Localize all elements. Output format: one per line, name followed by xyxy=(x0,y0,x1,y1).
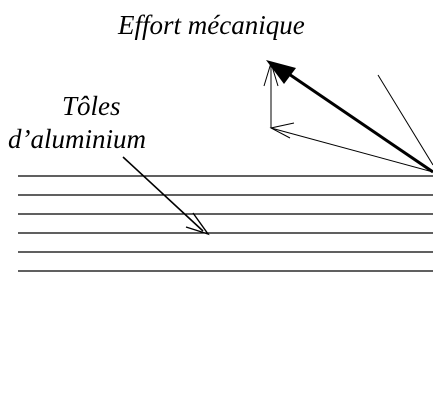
mechanical-force-title: Effort mécanique xyxy=(118,10,305,40)
force-arrowhead xyxy=(266,60,296,84)
aluminium-sheets-label-line1: Tôles xyxy=(62,91,121,121)
force-vector xyxy=(266,60,433,174)
label-pointer-arrow xyxy=(122,156,210,236)
horizontal-component xyxy=(269,122,433,173)
aluminium-sheets-label-line2: d’aluminium xyxy=(8,124,146,154)
aluminium-sheets xyxy=(18,175,433,272)
vertical-component xyxy=(263,61,279,128)
reference-line xyxy=(377,74,433,166)
